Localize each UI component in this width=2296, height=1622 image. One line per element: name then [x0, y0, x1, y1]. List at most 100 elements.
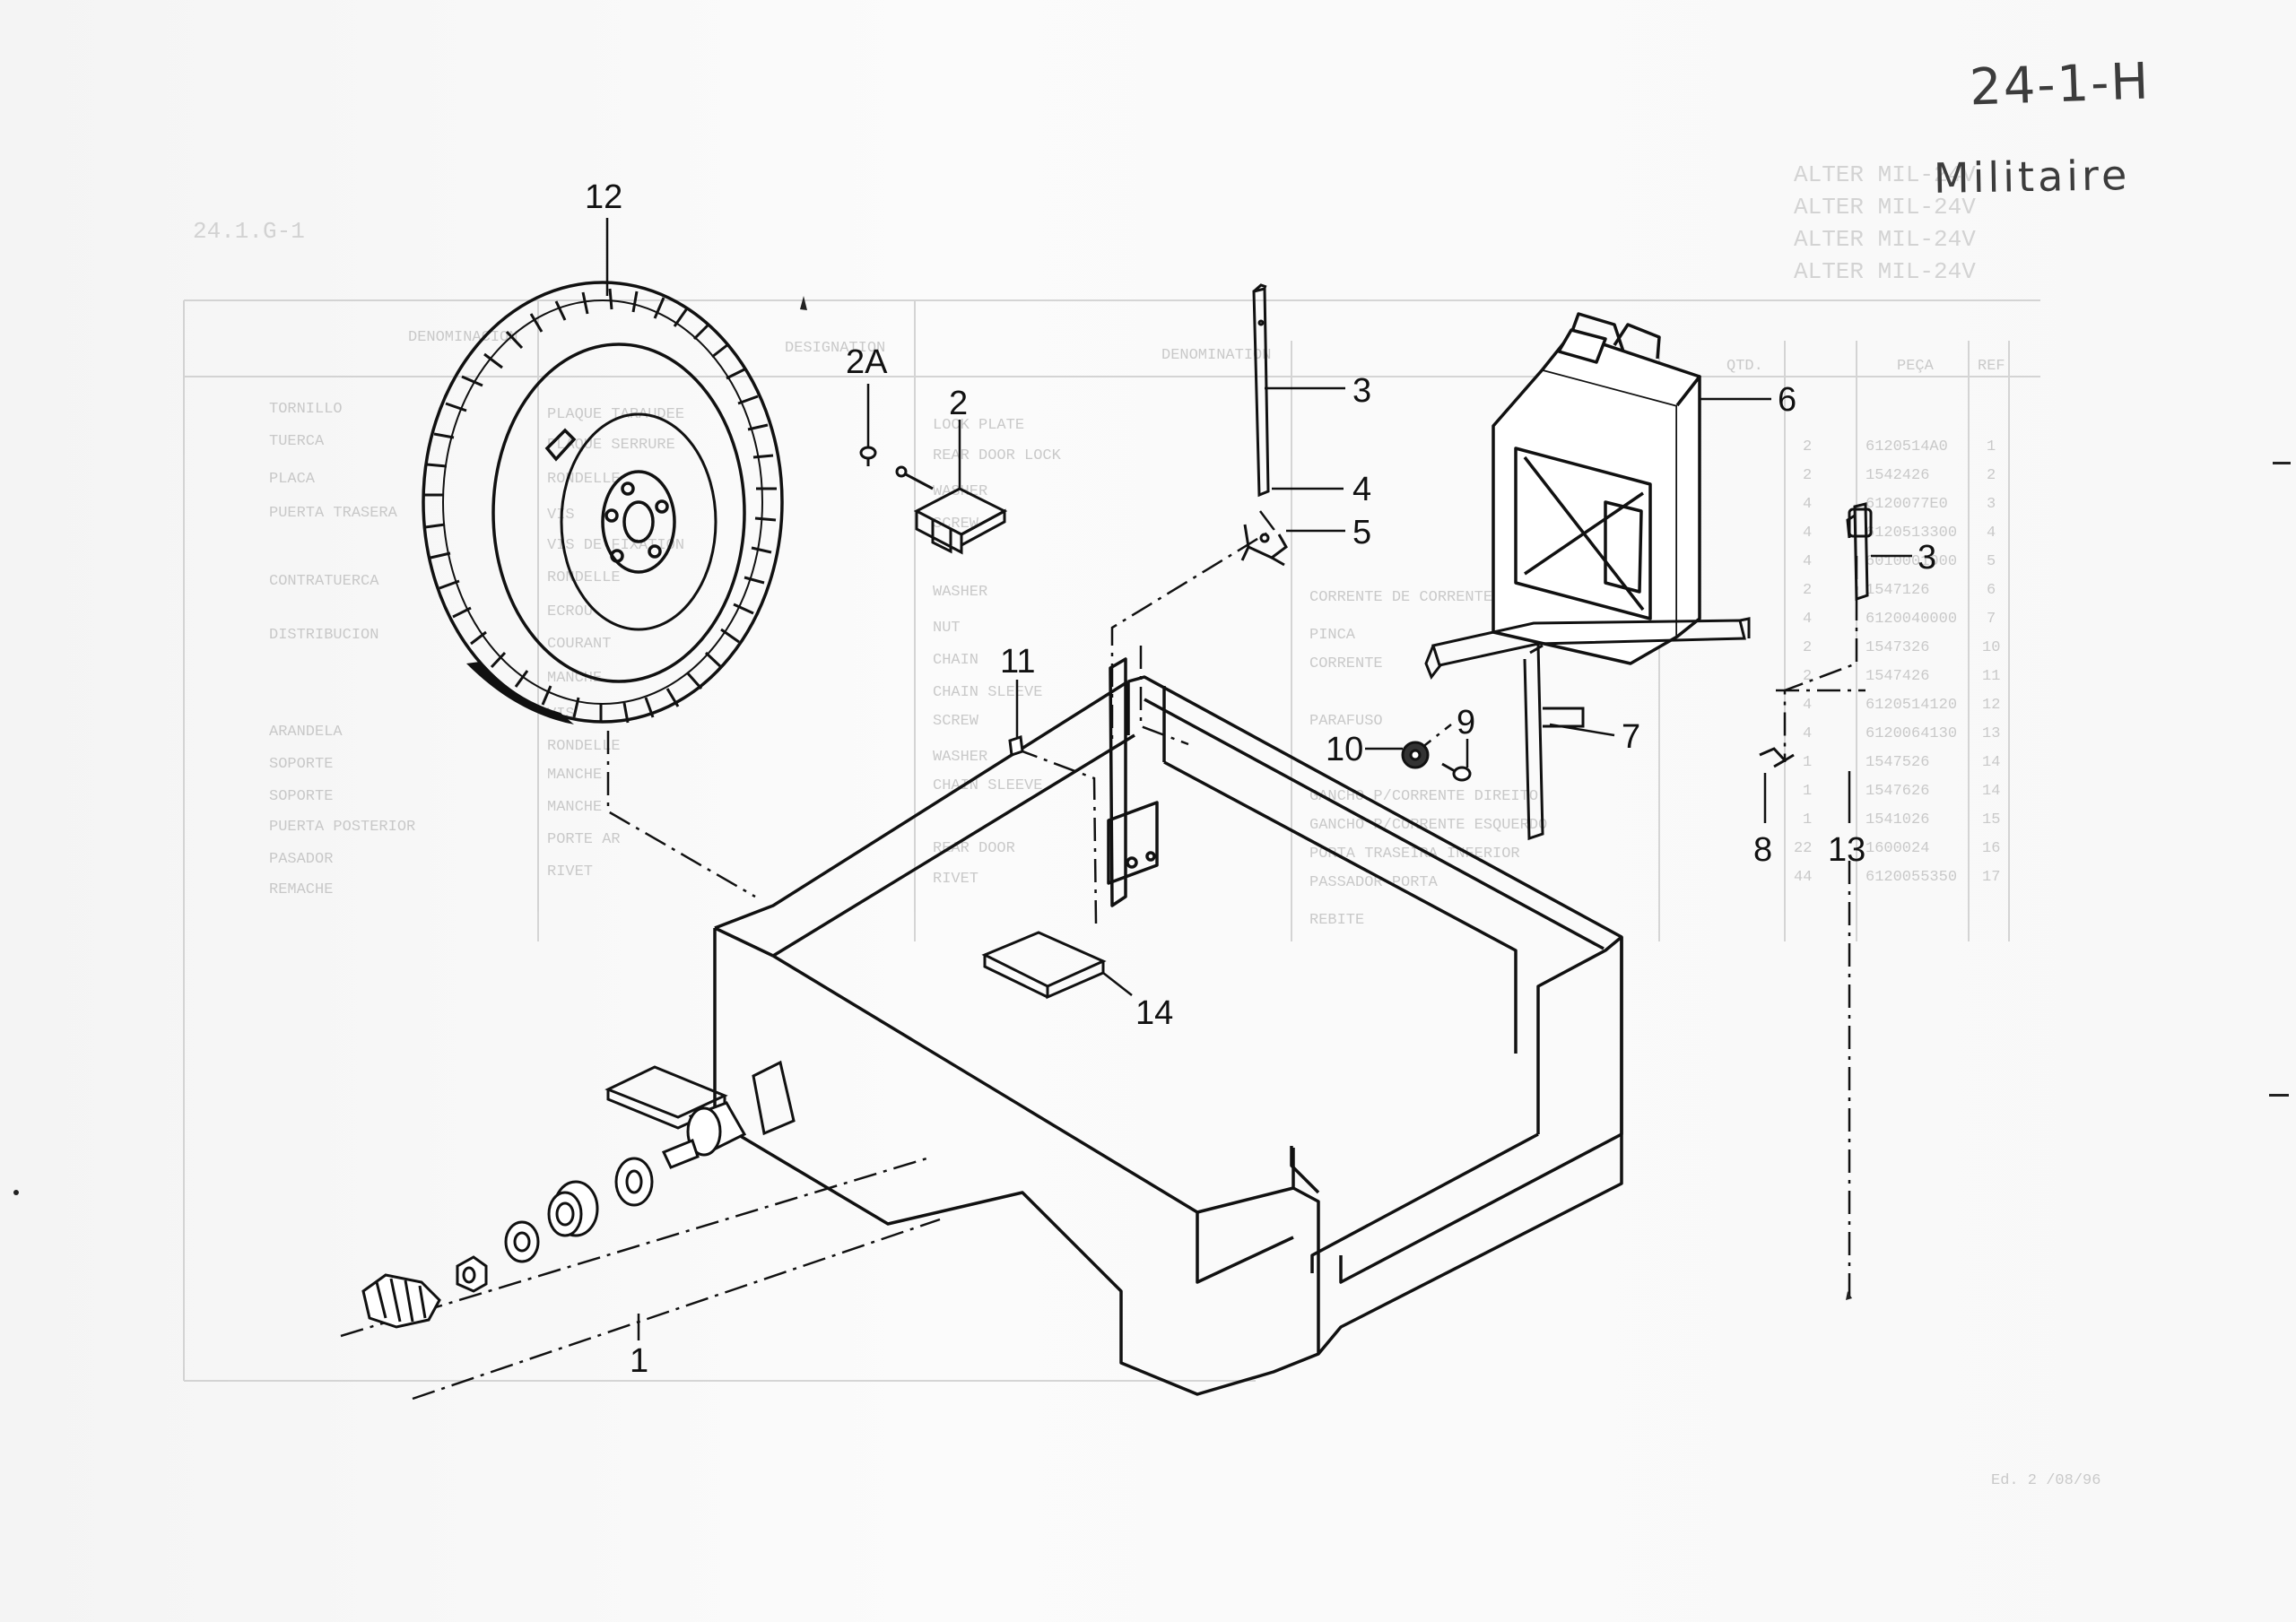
ghost-ref: 14 — [1982, 754, 2000, 771]
ghost-header: DENOMINACION — [408, 329, 517, 346]
tub-back-wall-inner — [1144, 698, 1605, 950]
callout-12: 12 — [585, 178, 622, 216]
ghost-header: REF — [1978, 358, 2005, 375]
ghost-item-fr: MANCHE — [547, 799, 602, 816]
hex-nut-hole — [462, 1266, 476, 1284]
ghost-part-number: 6120077E0 — [1866, 496, 1948, 513]
ghost-part-number: 6120514A0 — [1866, 438, 1948, 455]
ghost-ref: 6 — [1987, 582, 1996, 599]
rear-body-tub — [713, 657, 1623, 1396]
ghost-qty: 2 — [1803, 639, 1812, 656]
ghost-part-number: 1600024 — [1866, 840, 1929, 857]
ghost-ref: 11 — [1982, 668, 2000, 685]
callout-2: 2 — [949, 385, 968, 422]
ghost-ref: 14 — [1982, 783, 2000, 800]
ghost-ref: 7 — [1987, 611, 1996, 628]
ghost-part-number: 1541026 — [1866, 811, 1929, 828]
tub-bolt-hole — [1145, 851, 1156, 862]
ghost-ref-column: 1 2 3 4 5 6 7 10 11 12 13 14 14 15 16 17 — [1982, 438, 2000, 886]
ghost-qty: 4 — [1803, 611, 1812, 628]
leader-7 — [1549, 723, 1615, 737]
ghost-ref: 17 — [1982, 869, 2000, 886]
tub-front-panel — [713, 928, 1320, 1396]
lock-cylinder-face — [686, 1106, 722, 1157]
ghost-item-es: PASADOR — [269, 851, 333, 868]
ghost-qty: 1 — [1803, 783, 1812, 800]
ghost-qty: 4 — [1803, 496, 1812, 513]
can-handles — [1570, 312, 1661, 360]
ghost-item-en: WASHER — [933, 749, 987, 766]
ghost-revision: Ed. 2 /08/96 — [1991, 1472, 2100, 1489]
leader-bolt-to-bracket — [1014, 747, 1098, 924]
ghost-item-fr: ECROU — [547, 603, 593, 620]
ghost-model-line: ALTER MIL-24V — [1794, 258, 1976, 285]
ghost-part-number: 1547626 — [1866, 783, 1929, 800]
ghost-item-fr: PLAQUE TARAUDEE — [547, 406, 684, 423]
ghost-item-en: SCREW — [933, 516, 979, 533]
ghost-item-es: SOPORTE — [269, 756, 333, 773]
ghost-ref: 12 — [1982, 697, 2000, 714]
tyre-inner — [491, 343, 746, 683]
ghost-qty: 4 — [1803, 525, 1812, 542]
screw-part-2A — [859, 446, 877, 466]
ghost-item-es: ARANDELA — [269, 724, 343, 741]
spacer-ring-hole — [555, 1201, 575, 1227]
ghost-part-number: 1547526 — [1866, 754, 1929, 771]
lock-shaft — [661, 1139, 700, 1169]
ghost-part-number: 1542426 — [1866, 467, 1929, 484]
ghost-section-code: 24.1.G-1 — [193, 218, 305, 245]
tub-inner-side — [1126, 681, 1518, 1054]
ghost-item-fr: RONDELLE — [547, 569, 621, 586]
assembly-leader-lines — [340, 510, 1866, 1401]
ghost-item-en: REAR DOOR — [933, 840, 1015, 857]
strap-right-part-3 — [1846, 502, 1873, 602]
ghost-item-en: CHAIN — [933, 652, 978, 669]
bolt-part-11 — [1008, 734, 1024, 758]
callout-labels: 12 2A 2 3 4 5 6 3 11 10 9 7 8 13 14 1 — [585, 178, 1936, 1380]
ghost-item-es: CONTRATUERCA — [269, 573, 379, 590]
leader-chain-drop — [1110, 510, 1275, 744]
ghost-item-fr: RONDELLE — [547, 738, 621, 755]
handwritten-page-code: 24-1-H — [1968, 52, 2152, 117]
callout-10: 10 — [1326, 731, 1363, 768]
ghost-part-number: 6120055350 — [1866, 869, 1957, 886]
leader-14 — [1102, 972, 1133, 996]
ghost-item-fr: PLAQUE SERRURE — [547, 437, 675, 454]
callout-leaders — [605, 218, 1912, 1340]
leader-axis-2 — [412, 1218, 941, 1401]
ghost-qty: 22 — [1794, 840, 1812, 857]
ghost-item-fr: MANCHE — [547, 670, 602, 687]
tyre-shadow — [466, 662, 574, 724]
ghost-item-pt: GANCHO P/CORRENTE DIREITO — [1309, 788, 1538, 805]
ghost-item-pt: CORRENTE DE CORRENTE — [1309, 589, 1492, 606]
bleed-through-table: ALTER MIL-24V ALTER MIL-24V ALTER MIL-24… — [183, 161, 2100, 1489]
leader-13-drop — [1783, 556, 1858, 762]
ghost-item-es: PUERTA TRASERA — [269, 505, 398, 522]
ghost-header: QTD. — [1726, 358, 1763, 375]
ghost-part-number: 6120514120 — [1866, 697, 1957, 714]
callout-8: 8 — [1753, 831, 1772, 869]
ghost-item-pt: REBITE — [1309, 912, 1364, 929]
callout-6: 6 — [1778, 381, 1796, 419]
ghost-item-es: SOPORTE — [269, 788, 333, 805]
callout-3b: 3 — [1918, 539, 1936, 577]
ghost-item-en: SCREW — [933, 713, 979, 730]
washer-part-10 — [1401, 741, 1430, 769]
ghost-item-es: REMACHE — [269, 881, 333, 898]
callout-2A: 2A — [846, 343, 888, 381]
ghost-item-es: DISTRIBUCION — [269, 627, 378, 644]
ghost-ref: 16 — [1982, 840, 2000, 857]
ghost-ref: 5 — [1987, 553, 1996, 570]
step-plate-part-14 — [981, 931, 1107, 1000]
leader-wheel-to-body — [606, 731, 756, 898]
ghost-header: PEÇA — [1897, 358, 1935, 375]
tub-right-bulkhead — [1109, 657, 1127, 907]
ghost-item-fr: RONDELLE — [547, 471, 621, 488]
tub-side-upper — [1339, 937, 1623, 1284]
ghost-ref: 2 — [1987, 467, 1996, 484]
tyre-tread-blocks — [423, 288, 777, 724]
callout-7: 7 — [1622, 718, 1640, 756]
tub-floor-edge — [772, 954, 1294, 1214]
ghost-ref: 4 — [1987, 525, 1996, 542]
ghost-table-headers: REF PEÇA QTD. DENOMINATION DESIGNATION D… — [408, 329, 2005, 375]
